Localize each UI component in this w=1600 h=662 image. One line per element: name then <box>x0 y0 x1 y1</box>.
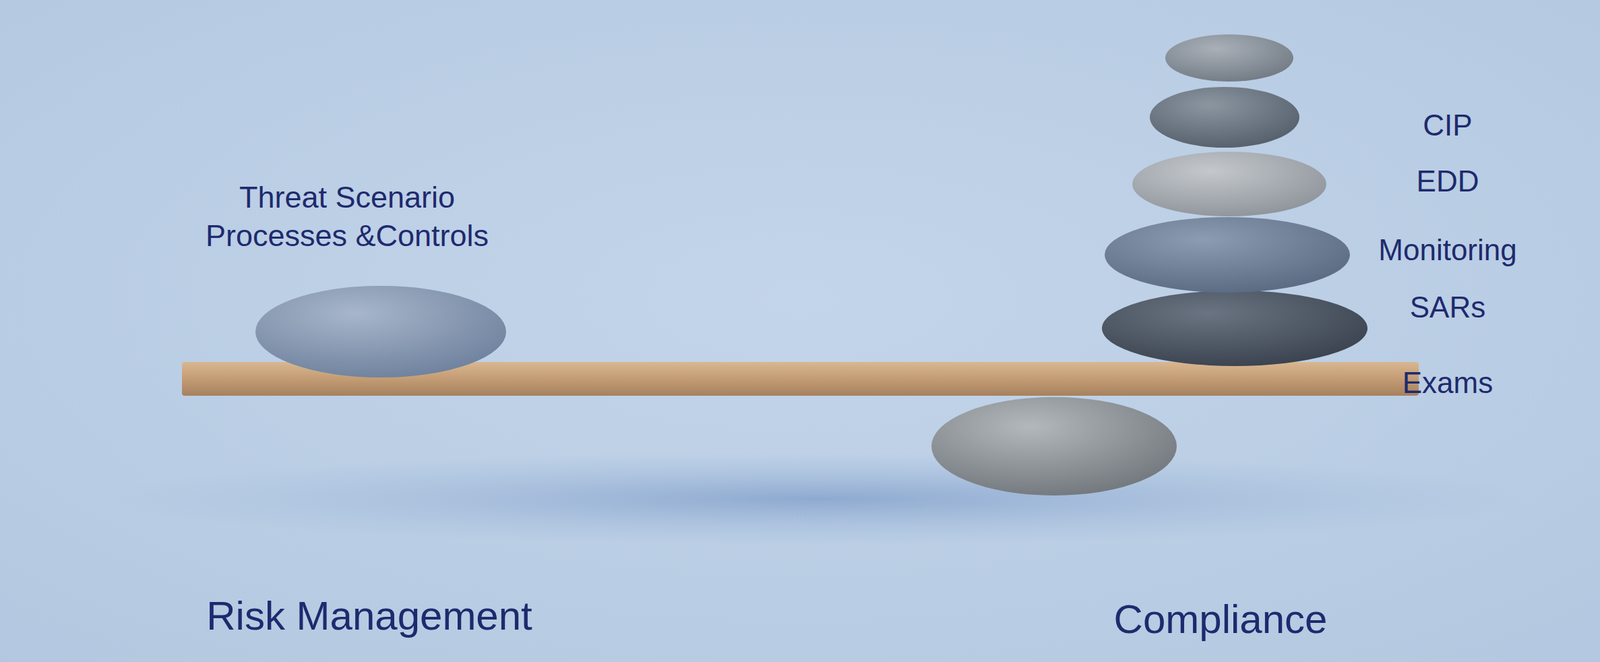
compliance-item-label: CIP <box>1422 106 1472 145</box>
side-title: Compliance <box>1114 593 1328 645</box>
compliance-item-label: EDD <box>1416 162 1480 201</box>
stack-stone <box>1132 151 1327 217</box>
left-stone <box>255 285 507 378</box>
compliance-item-label: Monitoring <box>1378 231 1517 269</box>
risk-item-label: Threat Scenario Processes &Controls <box>171 177 523 255</box>
compliance-item-label: Exams <box>1402 363 1493 402</box>
stack-stone <box>1101 290 1368 366</box>
side-title: Risk Management <box>206 590 533 642</box>
stack-stone <box>1149 86 1300 148</box>
stack-stone <box>1104 217 1350 293</box>
stack-stone <box>1165 34 1294 82</box>
compliance-item-label: SARs <box>1409 288 1486 327</box>
shadow <box>101 451 1530 546</box>
fulcrum-stone <box>931 396 1177 496</box>
